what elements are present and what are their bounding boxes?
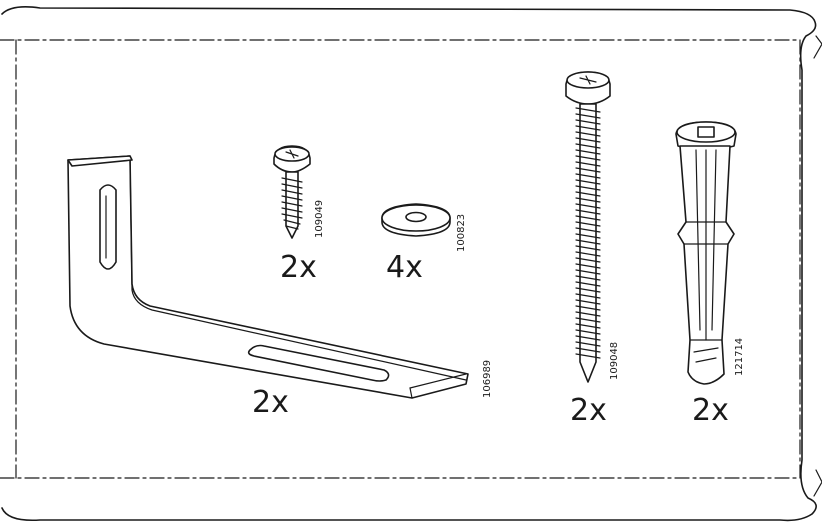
thread-line (575, 125, 601, 131)
thread-line (575, 275, 601, 281)
wall-plug-icon (675, 121, 737, 385)
thread-line (575, 107, 601, 113)
thread-line (575, 281, 601, 287)
thread-line (575, 137, 601, 143)
wall-plug-article-number: 121714 (734, 338, 745, 376)
thread-line (575, 221, 601, 227)
bracket-quantity: 2x (252, 385, 289, 420)
thread-line (575, 341, 601, 347)
thread-line (575, 173, 601, 179)
long-screw-quantity: 2x (570, 393, 607, 428)
thread-line (575, 305, 601, 311)
angle-bracket-icon (67, 155, 469, 399)
thread-line (575, 317, 601, 323)
thread-line (575, 293, 601, 299)
washer-icon (381, 203, 451, 237)
short-screw-quantity: 2x (280, 250, 317, 285)
washer-quantity: 4x (386, 250, 423, 285)
thread-line (575, 185, 601, 191)
thread-line (575, 323, 601, 329)
thread-line (575, 209, 601, 215)
wall-plug-quantity: 2x (692, 393, 729, 428)
thread-line (575, 257, 601, 263)
thread-line (575, 167, 601, 173)
thread-line (575, 155, 601, 161)
thread-line (575, 149, 601, 155)
thread-line (575, 239, 601, 245)
thread-line (575, 143, 601, 149)
thread-line (575, 215, 601, 221)
thread-line (575, 161, 601, 167)
thread-line (575, 233, 601, 239)
bag-outline (0, 6, 822, 522)
thread-line (575, 263, 601, 269)
thread-line (575, 353, 601, 359)
long-screw-icon (565, 71, 611, 383)
thread-line (575, 113, 601, 119)
thread-line (575, 251, 601, 257)
thread-line (575, 191, 601, 197)
thread-line (575, 131, 601, 137)
thread-line (575, 197, 601, 203)
thread-line (575, 329, 601, 335)
thread-line (575, 227, 601, 233)
thread-line (575, 299, 601, 305)
long-screw-article-number: 109048 (609, 342, 620, 380)
thread-line (575, 335, 601, 341)
thread-line (575, 203, 601, 209)
bracket-article-number: 106989 (482, 360, 493, 398)
thread-line (575, 179, 601, 185)
thread-line (575, 119, 601, 125)
washer-article-number: 100823 (456, 214, 467, 252)
long-screw-threads (575, 107, 601, 359)
screw-icon (273, 145, 311, 239)
thread-line (575, 287, 601, 293)
thread-line (575, 347, 601, 353)
thread-line (575, 311, 601, 317)
short-screw-article-number: 109049 (314, 200, 325, 238)
thread-line (575, 269, 601, 275)
thread-line (575, 245, 601, 251)
